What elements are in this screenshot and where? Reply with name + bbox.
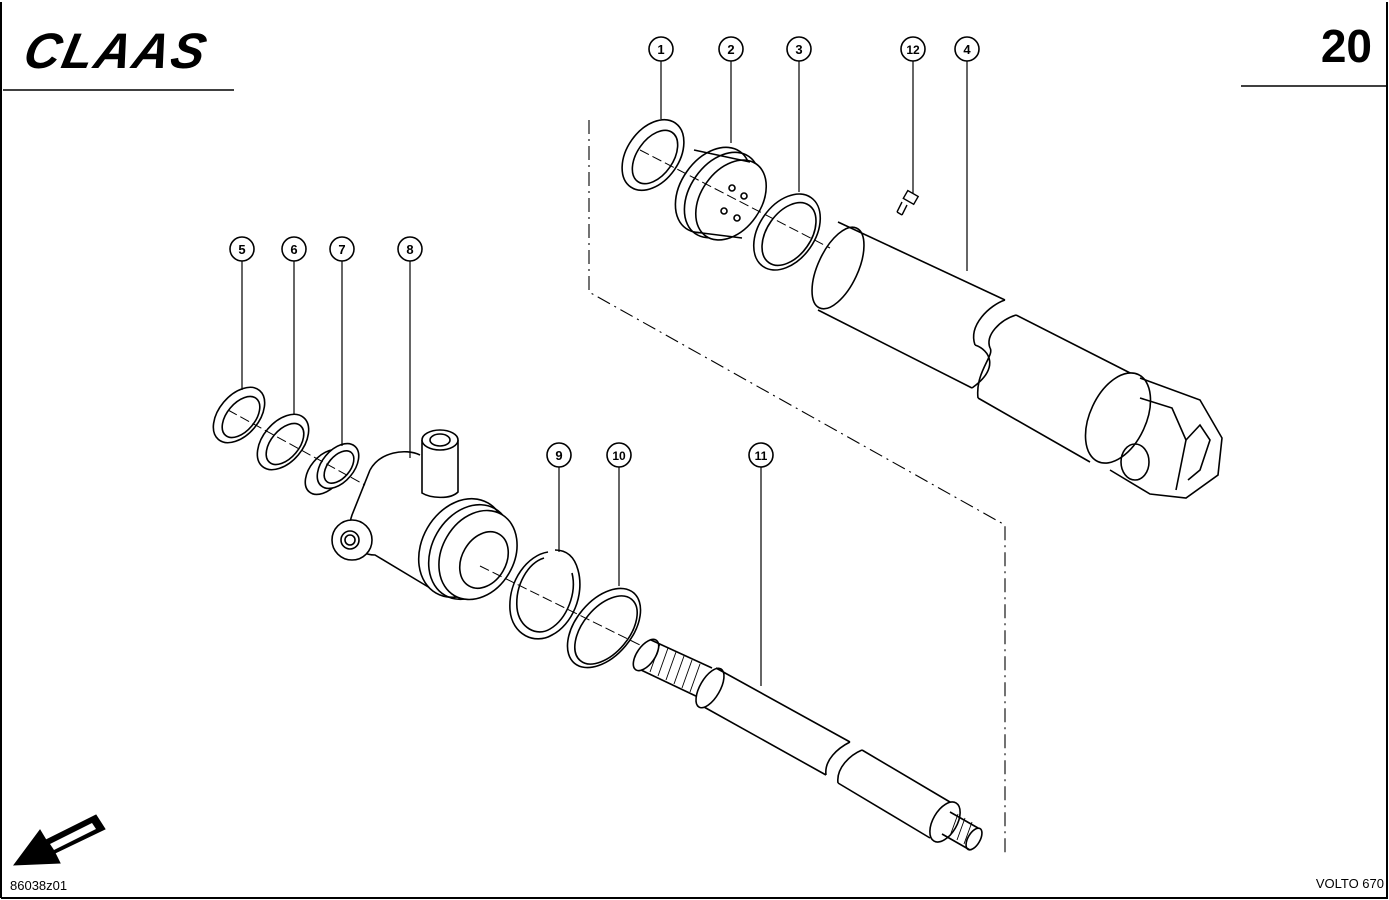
callout-3: 3 (786, 36, 812, 62)
part-10-o-ring (566, 587, 642, 669)
drawing-code: 86038z01 (10, 878, 67, 893)
svg-text:4: 4 (963, 42, 971, 57)
svg-text:9: 9 (555, 448, 562, 463)
svg-text:12: 12 (906, 43, 920, 57)
callout-leaders (241, 61, 968, 686)
callout-8: 8 (397, 236, 423, 262)
callout-4: 4 (954, 36, 980, 62)
part-1-wiper-ring (621, 118, 685, 192)
part-7-bushing (304, 442, 360, 496)
svg-text:2: 2 (727, 42, 734, 57)
part-11-piston-rod (632, 638, 983, 851)
part-5-wiper (212, 386, 266, 444)
svg-text:7: 7 (338, 242, 345, 257)
assembly-boundary (588, 120, 1006, 855)
part-4-cylinder-tube (811, 221, 1223, 499)
page-number: 20 (1321, 20, 1372, 72)
svg-text:3: 3 (795, 42, 802, 57)
svg-text:6: 6 (290, 242, 297, 257)
callout-1: 1 (648, 36, 674, 62)
assembly-axes (227, 149, 831, 646)
model-name: VOLTO 670 (1316, 876, 1384, 891)
svg-text:10: 10 (612, 449, 626, 463)
callout-12: 12 (900, 36, 926, 62)
part-9-snap-ring (509, 549, 581, 640)
svg-text:11: 11 (755, 449, 768, 463)
callout-5: 5 (229, 236, 255, 262)
part-8-cylinder-head (331, 429, 518, 601)
svg-text:1: 1 (657, 42, 664, 57)
callout-2: 2 (718, 36, 744, 62)
part-3-guide-ring (752, 193, 822, 271)
callout-11: 11 (748, 442, 774, 468)
callout-9: 9 (546, 442, 572, 468)
callout-10: 10 (606, 442, 632, 468)
part-6-rod-seal (256, 413, 310, 471)
claas-logo: CLAAS (19, 23, 213, 79)
logo-text: CLAAS (19, 23, 213, 79)
part-12-bleed-screw (896, 189, 920, 216)
callout-6: 6 (281, 236, 307, 262)
callout-7: 7 (329, 236, 355, 262)
svg-text:5: 5 (238, 242, 245, 257)
svg-text:8: 8 (406, 242, 413, 257)
arrow-down-left-icon (12, 814, 106, 866)
part-2-piston (674, 146, 768, 241)
